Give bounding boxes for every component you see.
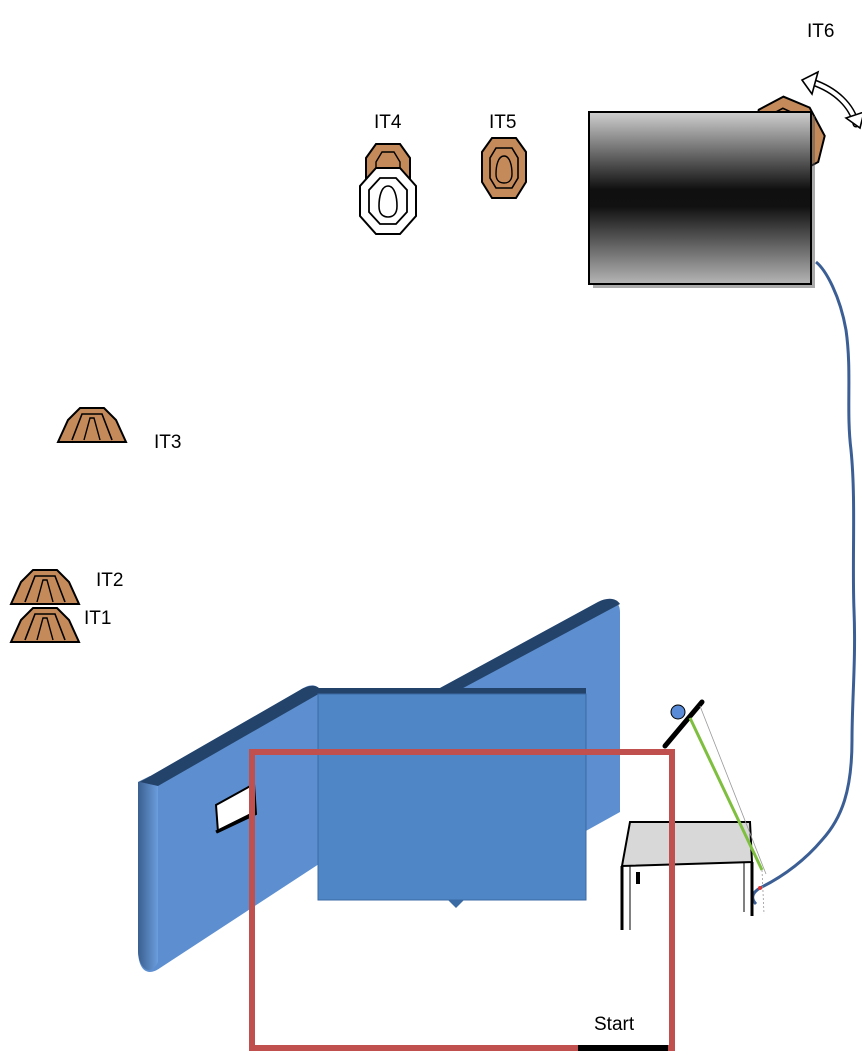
it2-label: IT2 [96, 570, 123, 591]
it1-target [10, 607, 80, 643]
activator-barrel [588, 111, 815, 288]
it5-label: IT5 [489, 112, 516, 133]
it3-label: IT3 [154, 432, 181, 453]
table [620, 821, 754, 930]
swing-arrow-icon [800, 70, 862, 130]
it5-target [481, 137, 527, 199]
it2-target [10, 569, 80, 605]
it1-label: IT1 [84, 608, 111, 629]
it6-label: IT6 [807, 21, 834, 42]
it3-target [57, 407, 127, 443]
shooting-box [249, 749, 675, 1051]
it4-label: IT4 [374, 112, 402, 133]
no-shoot-target [359, 167, 417, 235]
start-label: Start [594, 1014, 635, 1035]
activation-rope [751, 260, 857, 906]
wall-front [317, 688, 587, 908]
wall-back [440, 598, 620, 832]
fishing-rod-icon [662, 699, 767, 915]
wall-left [138, 685, 322, 972]
